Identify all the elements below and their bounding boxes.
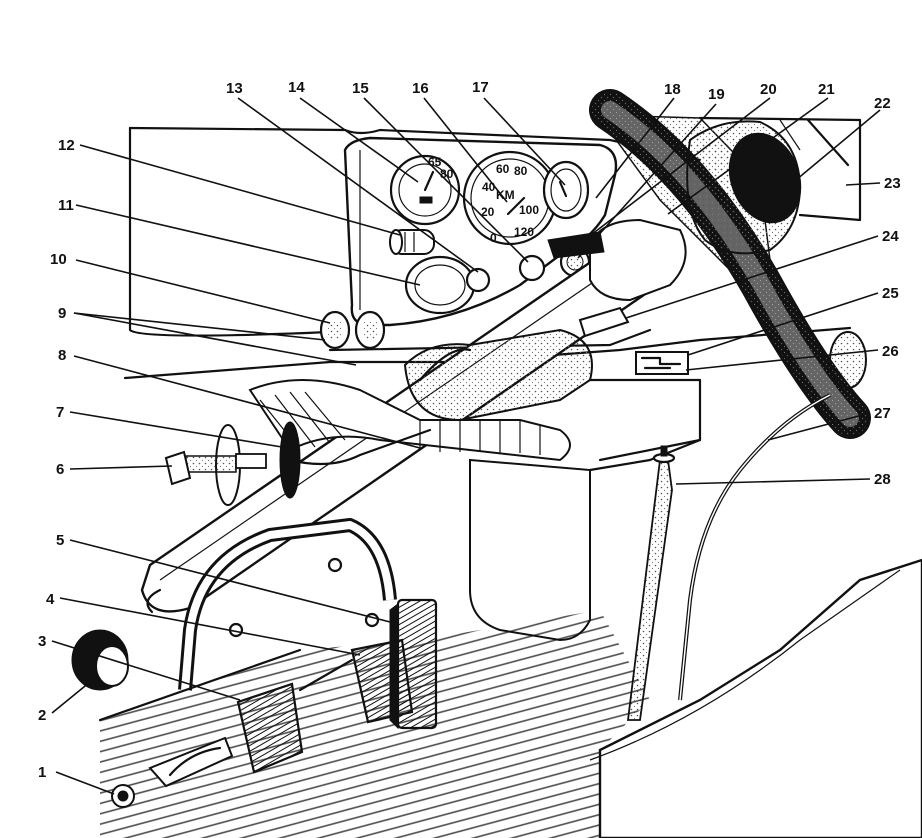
callout-label-23: 23 [884,175,901,192]
hand-throttle [164,421,432,506]
callout-label-21: 21 [818,81,835,98]
speedometer-scale-label: 60 [496,162,510,176]
callouts: 1 2 3 4 5 6 7 8 9 10 11 12 13 14 15 16 1… [38,79,901,795]
callout-label-10: 10 [50,251,67,268]
floor-tunnel [469,458,591,642]
callout-label-14: 14 [288,79,305,96]
speedometer-scale-label: 20 [481,205,495,219]
callout-label-20: 20 [760,81,777,98]
speedometer-scale-label: 80 [514,164,528,178]
callout-label-25: 25 [882,285,899,302]
callout-label-4: 4 [46,591,55,608]
callout-label-3: 3 [38,633,46,650]
choke-knobs [319,310,386,350]
callout-label-2: 2 [38,707,46,724]
callout-label-24: 24 [882,228,899,245]
column-switch-housing [589,218,687,302]
speedometer-scale-label: 120 [514,225,534,239]
temperature-gauge [542,160,590,220]
clutch-pedal [298,638,414,724]
callout-label-6: 6 [56,461,64,478]
speedometer-scale-label: 40 [482,180,496,194]
callout-label-19: 19 [708,86,725,103]
speedometer-unit: KM [496,188,515,202]
callout-label-12: 12 [58,137,75,154]
callout-label-27: 27 [874,405,891,422]
callout-label-1: 1 [38,764,46,781]
speedometer-scale-label: 0 [490,231,497,245]
callout-label-7: 7 [56,404,64,421]
dashboard-left-panel [128,126,332,337]
fuel-gauge: 65 80 [389,154,461,226]
floor-mat [100,610,650,838]
warning-lamp [518,254,546,282]
dimmer-switch [71,629,129,691]
callout-label-11: 11 [58,197,74,214]
callout-label-22: 22 [874,95,891,112]
callout-label-18: 18 [664,81,681,98]
column-support [403,328,593,422]
artwork: 65 80 0 20 40 60 80 100 120 KM [71,89,922,838]
floor-console [598,558,922,838]
warning-lamp [465,267,491,293]
callout-label-15: 15 [352,80,369,97]
light-switch-knob [389,229,435,255]
callout-label-5: 5 [56,532,64,549]
windshield-frame [698,116,862,222]
callout-label-13: 13 [226,80,243,97]
callout-label-17: 17 [472,79,489,96]
accelerator-pedal [236,682,304,774]
leader-lines [51,97,881,795]
callout-label-8: 8 [58,347,66,364]
callout-label-28: 28 [874,471,891,488]
ammeter-gauge [404,255,476,315]
callout-label-9: 9 [58,305,66,322]
speedometer-scale-label: 100 [519,203,539,217]
svg-text:80: 80 [440,167,454,181]
heater-duct [248,379,571,462]
switch-block [635,351,689,375]
callout-label-26: 26 [882,343,899,360]
floor-button [111,784,135,808]
callout-label-16: 16 [412,80,429,97]
